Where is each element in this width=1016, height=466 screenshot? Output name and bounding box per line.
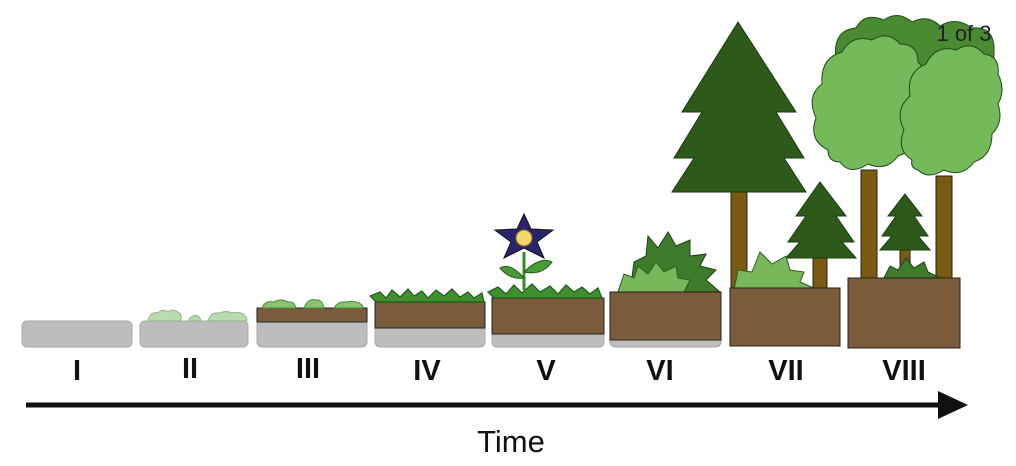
flower-leaf bbox=[523, 259, 553, 274]
moss-patch bbox=[261, 299, 297, 309]
stage-4 bbox=[368, 288, 486, 348]
lichen-patch bbox=[147, 309, 182, 322]
stage-label-4: IV bbox=[413, 355, 441, 387]
trunk bbox=[860, 169, 878, 281]
stage-7 bbox=[671, 21, 858, 347]
soil-layer bbox=[609, 291, 722, 341]
shrub-light bbox=[617, 261, 691, 293]
deciduous-tree-right bbox=[899, 45, 1003, 176]
stage-3 bbox=[256, 299, 368, 348]
page-counter: 1 of 3 bbox=[936, 21, 991, 46]
lichen-patch bbox=[187, 315, 202, 322]
lichen-patch bbox=[207, 311, 248, 322]
arrowhead-icon bbox=[938, 391, 968, 419]
trunk bbox=[935, 175, 953, 281]
soil-layer bbox=[256, 307, 368, 323]
stage-label-7: VII bbox=[768, 355, 803, 387]
stage-6 bbox=[609, 231, 722, 348]
trunk bbox=[812, 253, 828, 291]
conifer-tree-large bbox=[671, 21, 807, 193]
stage-label-5: V bbox=[536, 355, 556, 387]
time-arrow bbox=[26, 391, 968, 419]
shrub-light bbox=[733, 251, 819, 291]
soil-layer bbox=[847, 277, 961, 349]
stage-1 bbox=[21, 320, 133, 348]
moss-patch bbox=[303, 299, 325, 309]
flower-leaf bbox=[499, 265, 525, 279]
soil-layer bbox=[491, 297, 605, 335]
grass-layer bbox=[486, 283, 603, 299]
stage-label-1: I bbox=[73, 355, 81, 387]
stage-8 bbox=[811, 15, 1003, 349]
rock-layer bbox=[21, 320, 133, 348]
grass-layer bbox=[368, 288, 485, 303]
stage-label-8: VIII bbox=[882, 355, 926, 387]
stage-5 bbox=[486, 212, 605, 348]
time-axis-label: Time bbox=[477, 424, 545, 459]
soil-layer bbox=[729, 287, 841, 347]
stage-label-6: VI bbox=[646, 355, 673, 387]
moss-patch bbox=[333, 300, 364, 309]
stage-2 bbox=[139, 309, 249, 348]
stage-label-2: II bbox=[182, 353, 198, 385]
conifer-tree-small bbox=[878, 193, 932, 251]
conifer-tree-small bbox=[784, 181, 858, 259]
shrub-dark bbox=[883, 257, 941, 279]
deciduous-tree-left bbox=[811, 35, 927, 170]
flower-center bbox=[515, 229, 533, 247]
rock-layer bbox=[139, 320, 249, 348]
soil-layer bbox=[374, 301, 486, 329]
stage-label-3: III bbox=[296, 353, 320, 385]
